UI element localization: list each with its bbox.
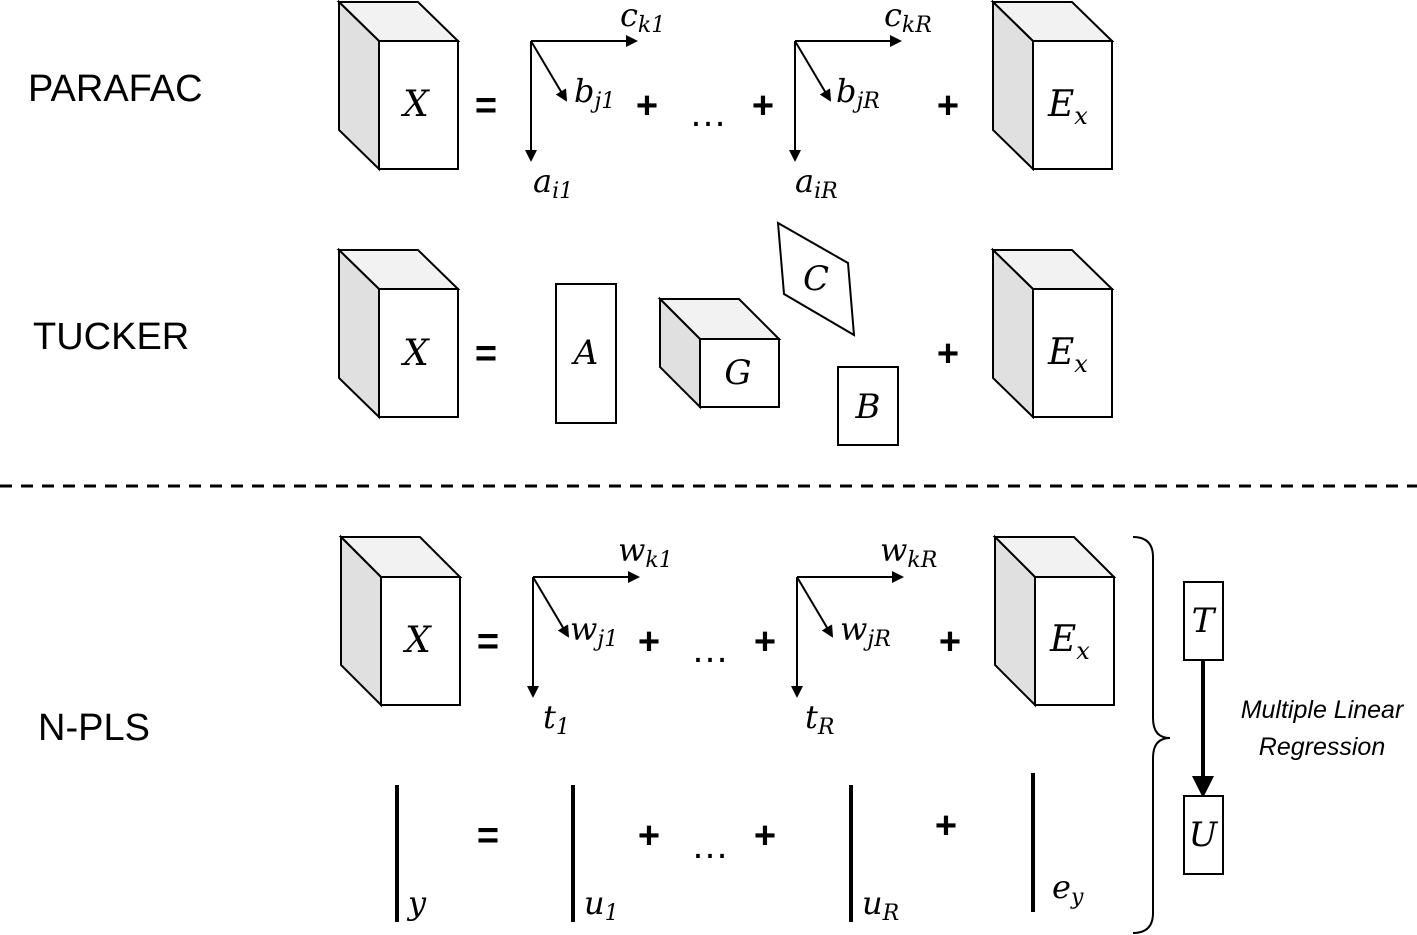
npls-e-cube: [992, 534, 1117, 708]
npls-plus-5: +: [754, 815, 776, 857]
tucker-e-label: Ex: [1047, 332, 1088, 378]
npls-ey-label: ey: [1052, 868, 1084, 910]
npls-title: N-PLS: [38, 707, 150, 749]
npls-component-r-axes: [791, 571, 904, 698]
npls-x-cube: [338, 534, 463, 708]
tucker-x-label: X: [400, 333, 430, 374]
tucker-equals: =: [475, 333, 497, 375]
npls-plus-6: +: [935, 805, 957, 847]
parafac-plus-1: +: [636, 85, 658, 127]
tucker-title: TUCKER: [33, 316, 189, 358]
npls-w-kR-label: wkR: [880, 531, 937, 573]
npls-u-box: [1183, 795, 1224, 875]
npls-u-label: U: [1189, 815, 1219, 855]
mlr-label-line-2: Regression: [1259, 733, 1385, 761]
tucker-c-matrix: [776, 221, 856, 337]
tucker-c-label: C: [803, 259, 829, 299]
npls-equals-2: =: [477, 815, 499, 857]
parafac-x-cube: [336, 0, 461, 172]
parafac-c-k1-label: ck1: [620, 0, 665, 38]
npls-plus-2: +: [754, 621, 776, 663]
parafac-component-1-axes: [525, 35, 638, 162]
npls-t1-label: t1: [543, 698, 570, 740]
tucker-g-label: G: [724, 353, 751, 393]
npls-component-1-axes: [527, 571, 640, 698]
parafac-x-label: X: [400, 84, 430, 125]
npls-u1-label: u1: [584, 884, 619, 926]
tucker-b-label: B: [855, 387, 881, 427]
parafac-a-iR-label: aiR: [795, 162, 838, 204]
npls-x-label: X: [402, 620, 432, 661]
parafac-e-label: Ex: [1047, 84, 1088, 130]
parafac-a-i1-label: ai1: [533, 162, 573, 204]
parafac-equals: =: [475, 85, 497, 127]
parafac-e-cube: [990, 0, 1115, 172]
npls-uR-label: uR: [862, 884, 899, 926]
parafac-plus-2: +: [752, 85, 774, 127]
parafac-ellipsis: …: [689, 93, 727, 135]
tucker-plus: +: [937, 333, 959, 375]
tucker-b-matrix: [837, 366, 899, 446]
parafac-c-kR-label: ckR: [884, 0, 932, 38]
npls-w-k1-label: wk1: [618, 531, 673, 573]
tucker-a-matrix: [555, 283, 617, 424]
tucker-a-label: A: [571, 333, 599, 373]
npls-plus-1: +: [638, 621, 660, 663]
npls-y-label: y: [406, 884, 427, 922]
npls-tR-label: tR: [805, 698, 834, 740]
tucker-e-cube: [990, 247, 1115, 420]
npls-e-label: Ex: [1049, 619, 1090, 665]
npls-plus-4: +: [638, 815, 660, 857]
parafac-title: PARAFAC: [28, 68, 203, 110]
npls-plus-3: +: [939, 621, 961, 663]
npls-equals-1: =: [477, 621, 499, 663]
npls-w-j1-label: wj1: [570, 610, 618, 652]
npls-grouping-brace: [1132, 536, 1171, 934]
mlr-label-line-1: Multiple Linear: [1241, 696, 1405, 724]
tucker-g-core: [657, 296, 782, 410]
parafac-b-j1-label: bj1: [574, 72, 615, 114]
npls-t-label: T: [1192, 601, 1217, 641]
tucker-x-cube: [336, 247, 461, 420]
npls-ellipsis-2: …: [691, 825, 729, 867]
parafac-plus-3: +: [937, 85, 959, 127]
parafac-b-jR-label: bjR: [836, 72, 880, 114]
npls-t-box: [1183, 581, 1224, 661]
npls-w-jR-label: wjR: [840, 610, 891, 652]
parafac-component-r-axes: [789, 35, 902, 162]
npls-ellipsis-1: …: [691, 629, 729, 671]
